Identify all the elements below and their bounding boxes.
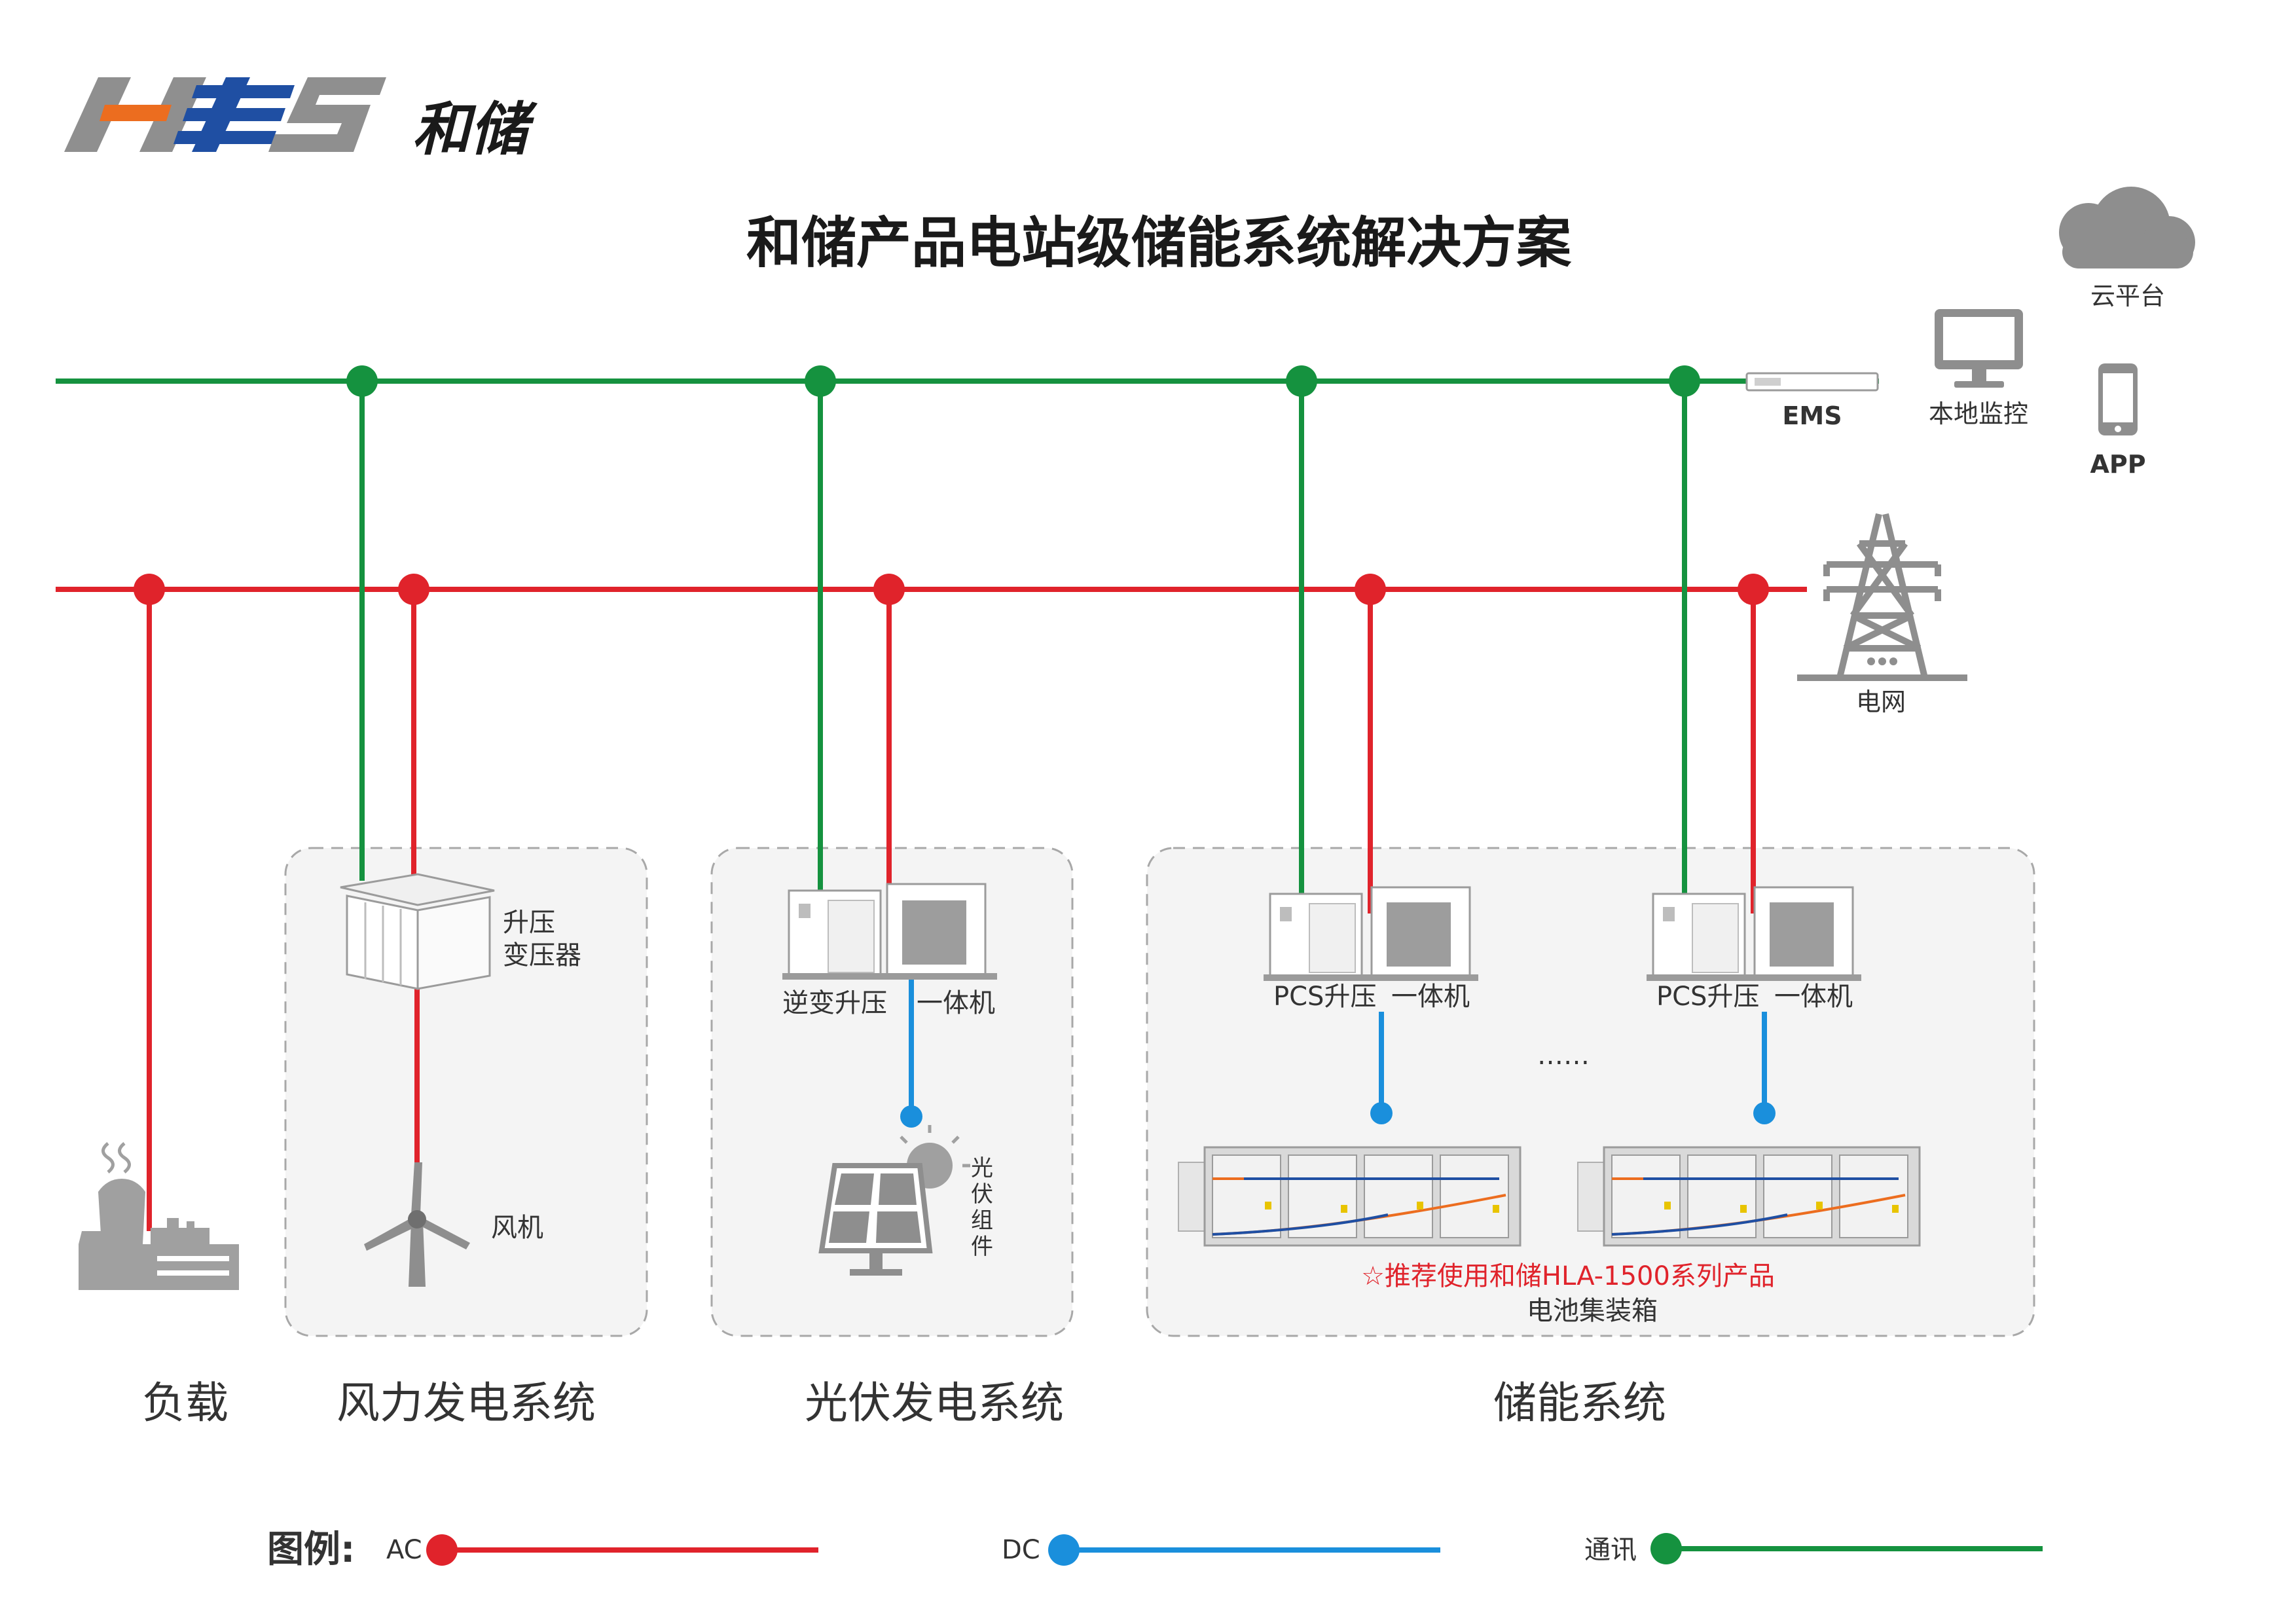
local-monitor-label: 本地监控	[1929, 399, 2028, 428]
monitor-icon	[1935, 309, 2023, 388]
factory-icon	[79, 1142, 239, 1290]
legend-dc-label: DC	[1002, 1535, 1040, 1565]
section-wind: 风力发电系统	[337, 1378, 596, 1428]
power-tower-icon	[1797, 513, 1967, 681]
wind-turbine-icon	[364, 1162, 470, 1287]
legend-ac-label: AC	[386, 1535, 422, 1565]
legend-comm-label: 通讯	[1584, 1535, 1637, 1565]
container-label: 电池集装箱	[1527, 1296, 1658, 1326]
pcs-unit-1-icon	[1264, 886, 1478, 981]
junction-dots	[134, 365, 1776, 1128]
section-pv: 光伏发电系统	[805, 1378, 1064, 1428]
battery-container-2-icon	[1577, 1146, 1921, 1247]
pcs-2-label-right: 一体机	[1774, 982, 1853, 1012]
inverter-label-left: 逆变升压	[782, 988, 887, 1018]
legend-title: 图例:	[267, 1528, 355, 1571]
legend: 图例: AC DC 通讯	[267, 1528, 2043, 1571]
module-char-4: 件	[971, 1234, 993, 1260]
grid-label: 电网	[1856, 688, 1906, 716]
section-storage: 储能系统	[1493, 1378, 1666, 1428]
ems-unit: EMS	[1745, 372, 1879, 430]
module-char-3: 组	[971, 1208, 993, 1234]
app-label: APP	[2090, 450, 2145, 479]
pcs-1-label-right: 一体机	[1391, 982, 1470, 1012]
pcs-2-label-left: PCS升压	[1656, 982, 1759, 1012]
ellipsis: ……	[1537, 1041, 1590, 1071]
solar-panel-icon	[818, 1125, 970, 1276]
transformer-icon	[340, 873, 495, 990]
pcs-unit-2-icon	[1647, 886, 1861, 981]
inverter-label-right: 一体机	[917, 988, 995, 1018]
page-title: 和储产品电站级储能系统解决方案	[746, 211, 1572, 275]
section-load: 负载	[142, 1378, 228, 1428]
cloud-label: 云平台	[2090, 282, 2165, 310]
inverter-unit-icon	[782, 883, 997, 980]
connections	[147, 381, 1767, 1231]
transformer-label-line2: 变压器	[503, 940, 581, 970]
cloud-icon	[2059, 187, 2195, 268]
brand-name: 和储	[412, 96, 538, 163]
module-char-1: 光	[971, 1155, 993, 1181]
ems-label: EMS	[1782, 401, 1842, 430]
transformer-label-line1: 升压	[503, 908, 555, 938]
module-char-2: 伏	[971, 1181, 993, 1208]
phone-icon	[2098, 363, 2138, 435]
tower-dots	[1867, 657, 1897, 665]
pcs-1-label-left: PCS升压	[1273, 982, 1376, 1012]
brand-mark-icon	[64, 77, 386, 152]
turbine-label: 风机	[491, 1213, 543, 1243]
battery-container-1-icon	[1178, 1146, 1522, 1247]
brand-logo: 和储	[64, 77, 538, 163]
recommend-note: ☆推荐使用和储HLA-1500系列产品	[1361, 1261, 1775, 1291]
